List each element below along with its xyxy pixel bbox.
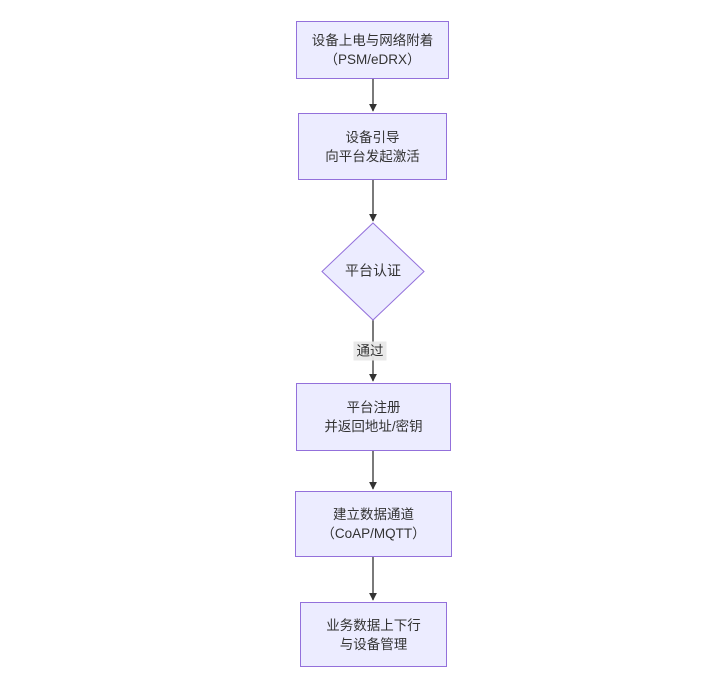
node-device-bootstrap: 设备引导 向平台发起激活 — [298, 113, 447, 180]
node-label-line: 建立数据通道 — [333, 507, 414, 522]
node-label-line: 设备引导 — [345, 129, 400, 145]
node-label-line: 平台注册 — [346, 400, 401, 415]
node-label-line: 业务数据上下行 — [326, 617, 421, 633]
node-device-attach: 设备上电与网络附着 （PSM/eDRX） — [296, 21, 449, 79]
node-platform-register: 平台注册 并返回地址/密钥 — [296, 383, 451, 451]
node-label-line: （CoAP/MQTT） — [321, 526, 426, 541]
node-business-data: 业务数据上下行 与设备管理 — [300, 602, 447, 667]
node-data-channel: 建立数据通道 （CoAP/MQTT） — [295, 491, 452, 557]
node-label-line: 设备上电与网络附着 — [311, 33, 434, 48]
node-label-line: 与设备管理 — [339, 636, 408, 652]
node-label-line: 并返回地址/密钥 — [324, 419, 423, 434]
node-platform-auth-label: 平台认证 — [345, 262, 401, 279]
node-label-line: （PSM/eDRX） — [324, 52, 421, 67]
node-platform-auth-diamond-shape — [321, 222, 425, 321]
node-label-line: 向平台发起激活 — [325, 148, 420, 164]
edge-label-pass: 通过 — [353, 341, 387, 361]
